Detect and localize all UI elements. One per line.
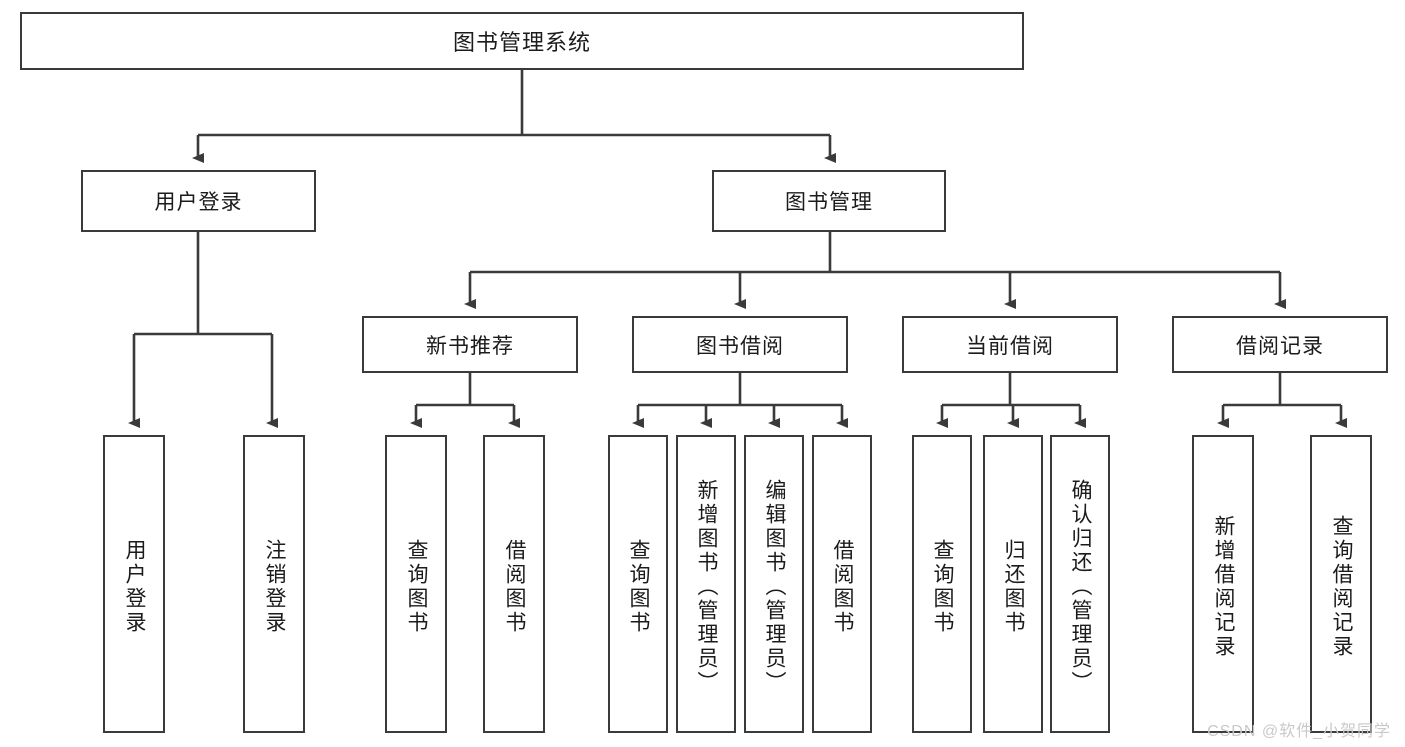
node-leaf-6[interactable]: 编辑图书（管理员） — [744, 435, 804, 733]
node-leaf-12[interactable]: 查询借阅记录 — [1310, 435, 1372, 733]
node-leaf-7[interactable]: 借阅图书 — [812, 435, 872, 733]
node-level2-1[interactable]: 图书管理 — [712, 170, 946, 232]
csdn-watermark: CSDN @软件_小贺同学 — [1207, 723, 1391, 740]
node-leaf-5[interactable]: 新增图书（管理员） — [676, 435, 736, 733]
node-leaf-4[interactable]: 查询图书 — [608, 435, 668, 733]
node-level2-0[interactable]: 用户登录 — [81, 170, 316, 232]
node-level3-3[interactable]: 借阅记录 — [1172, 316, 1388, 373]
node-leaf-11[interactable]: 新增借阅记录 — [1192, 435, 1254, 733]
node-leaf-2[interactable]: 查询图书 — [385, 435, 447, 733]
node-leaf-3[interactable]: 借阅图书 — [483, 435, 545, 733]
node-leaf-8[interactable]: 查询图书 — [912, 435, 972, 733]
node-level3-0[interactable]: 新书推荐 — [362, 316, 578, 373]
node-level3-2[interactable]: 当前借阅 — [902, 316, 1118, 373]
node-level3-1[interactable]: 图书借阅 — [632, 316, 848, 373]
node-leaf-10[interactable]: 确认归还（管理员） — [1050, 435, 1110, 733]
node-leaf-9[interactable]: 归还图书 — [983, 435, 1043, 733]
node-leaf-1[interactable]: 注销登录 — [243, 435, 305, 733]
node-leaf-0[interactable]: 用户登录 — [103, 435, 165, 733]
node-root[interactable]: 图书管理系统 — [20, 12, 1024, 70]
